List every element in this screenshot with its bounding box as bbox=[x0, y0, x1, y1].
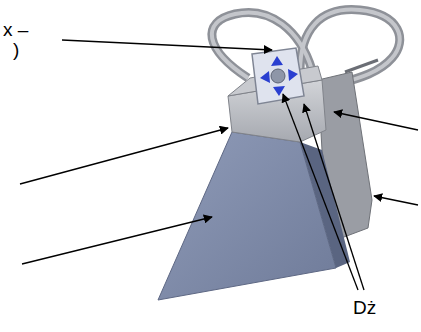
leader-line bbox=[20, 40, 418, 290]
callout-label: ) bbox=[12, 40, 20, 59]
callout-label: x – bbox=[2, 20, 29, 39]
joystick-pad bbox=[252, 48, 304, 104]
callout-label: Dż bbox=[352, 298, 377, 317]
cable bbox=[345, 60, 378, 72]
